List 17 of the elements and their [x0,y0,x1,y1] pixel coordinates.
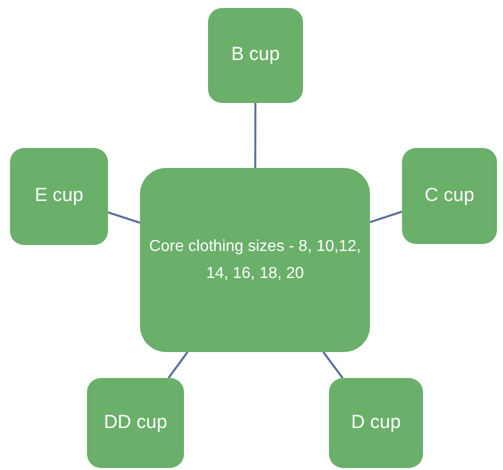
connector-line [108,211,140,224]
cup-size-box [208,8,303,103]
node-label: Core clothing sizes - 8, 10,12, 14, 16, 18, 20 [148,236,362,284]
connector-line [322,351,344,379]
node-label: B cup [231,43,280,68]
node-label: C cup [424,184,474,208]
node-label: DD cup [104,410,168,435]
connector-line [370,210,402,224]
cup-size-box [10,148,108,245]
central-box [140,168,370,352]
cup-size-box [329,378,423,468]
connector-line [168,351,188,379]
cup-size-box [87,378,184,468]
cup-size-box [402,148,497,244]
node-label: E cup [34,184,84,208]
node-label: D cup [351,410,401,435]
connector-line [254,103,256,168]
